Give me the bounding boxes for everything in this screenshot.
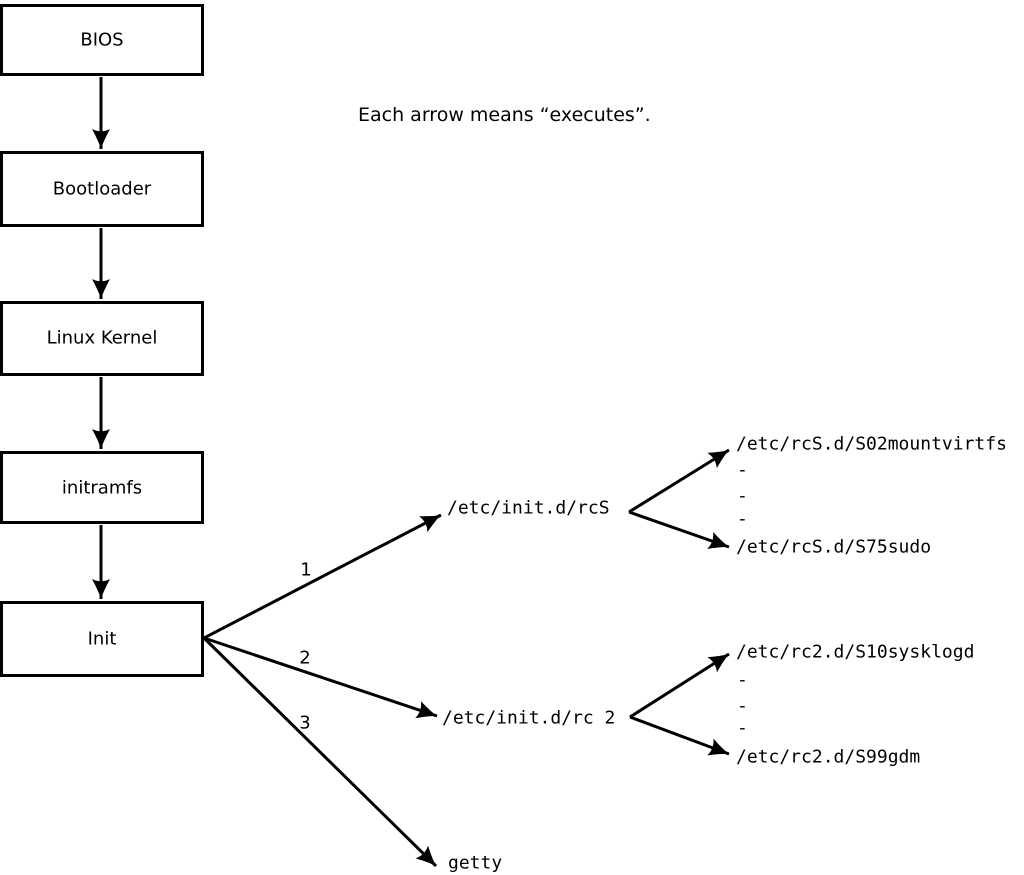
- getty-target-label: getty: [448, 853, 502, 874]
- rc2-ellipsis-dash: -: [737, 670, 748, 691]
- branch-getty: getty: [448, 853, 502, 874]
- rcs-ellipsis-dash: -: [737, 486, 748, 507]
- rc2-ellipsis-dash: -: [737, 696, 748, 717]
- rcs-ellipsis-dash: -: [737, 460, 748, 481]
- rc2-child-s99gdm: /etc/rc2.d/S99gdm: [736, 747, 920, 768]
- arrow-rcs-to-s02mountvirtfs: [628, 448, 730, 514]
- rcs-ellipsis-dash: -: [737, 509, 748, 530]
- branch-rcs: /etc/init.d/rcS /etc/rcS.d/S02mountvirtf…: [447, 434, 1007, 558]
- initramfs-label: initramfs: [62, 478, 142, 499]
- rc2-ellipsis-dash: -: [737, 718, 748, 739]
- linux-kernel-box: [0, 301, 204, 376]
- arrow-init-to-rcs: [203, 513, 442, 640]
- arrow-rc2-to-s10sysklogd: [629, 652, 730, 719]
- rc2-target-label: /etc/init.d/rc 2: [442, 708, 615, 729]
- init-label: Init: [88, 629, 117, 650]
- branch-rc2: /etc/init.d/rc 2 /etc/rc2.d/S10sysklogd …: [442, 642, 974, 768]
- branch-number-2: 2: [299, 648, 310, 669]
- initramfs-box: [0, 451, 204, 524]
- bootloader-box: [0, 151, 204, 227]
- branch-number-3: 3: [299, 713, 310, 734]
- linux-kernel-label: Linux Kernel: [47, 328, 158, 349]
- rcs-target-label: /etc/init.d/rcS: [447, 498, 610, 519]
- chain-boxes: BIOS Bootloader Linux Kernel initramfs I…: [0, 4, 204, 677]
- init-fanout: 1 2 3: [202, 513, 442, 868]
- bios-box: [0, 4, 204, 76]
- branch-number-1: 1: [300, 560, 311, 581]
- arrow-rcs-to-s75sudo: [628, 510, 730, 549]
- rcs-child-s02mountvirtfs: /etc/rcS.d/S02mountvirtfs: [736, 434, 1007, 455]
- arrow-rc2-to-s99gdm: [629, 715, 730, 756]
- arrow-init-to-rc2: [203, 636, 438, 719]
- diagram-note: Each arrow means “executes”.: [358, 104, 651, 126]
- bios-label: BIOS: [80, 30, 123, 51]
- rcs-child-s75sudo: /etc/rcS.d/S75sudo: [736, 537, 931, 558]
- arrow-init-to-getty: [202, 636, 438, 868]
- bootloader-label: Bootloader: [53, 179, 152, 200]
- init-box: [0, 601, 204, 677]
- rc2-child-s10sysklogd: /etc/rc2.d/S10sysklogd: [736, 642, 974, 663]
